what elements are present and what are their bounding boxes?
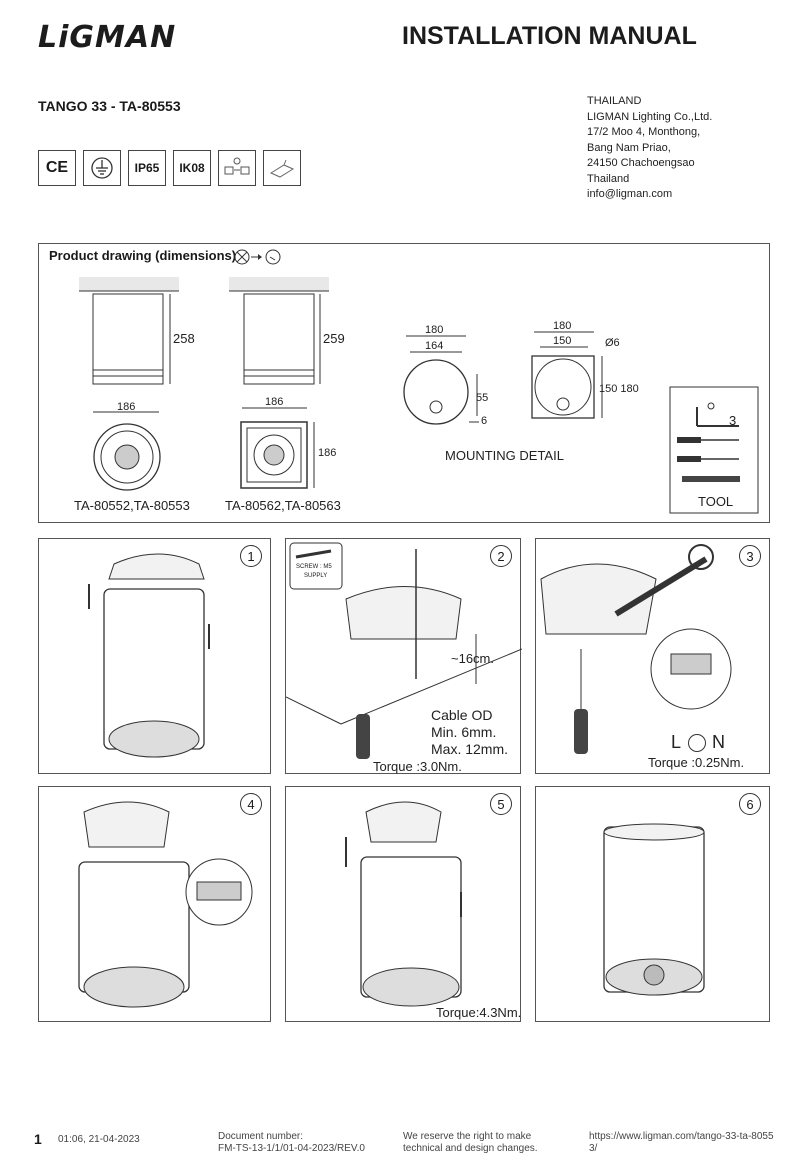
address-line: THAILAND <box>587 95 642 107</box>
mount-150-180: 150 180 <box>599 383 639 395</box>
footer-url[interactable]: https://www.ligman.com/tango-33-ta-8055 … <box>589 1131 774 1155</box>
distance-label: ~16cm. <box>451 651 494 666</box>
reserve-line: technical and design changes. <box>403 1143 538 1154</box>
neutral-label: N <box>712 732 725 752</box>
step-illustration <box>88 553 210 758</box>
ip65-badge: IP65 <box>128 150 166 186</box>
step-number: 1 <box>240 545 262 567</box>
torque-label: Torque :3.0Nm. <box>373 759 462 774</box>
live-label: L <box>671 732 682 752</box>
address-line: LIGMAN Lighting Co.,Ltd. <box>587 110 713 123</box>
supply-label: SUPPLY <box>304 573 328 579</box>
earth-ground-icon <box>83 150 121 186</box>
step-number: 3 <box>739 545 761 567</box>
footer-date: 01:06, 21-04-2023 <box>58 1134 140 1145</box>
mount-6: 6 <box>481 415 488 427</box>
reserve-line: We reserve the right to make <box>403 1131 532 1142</box>
ce-mark: CE <box>38 150 76 186</box>
company-address: THAILAND LIGMAN Lighting Co.,Ltd. 17/2 M… <box>587 94 712 203</box>
step-panel-6: 6 <box>535 786 770 1022</box>
dim-186-square: 186 <box>265 396 284 408</box>
document-title: INSTALLATION MANUAL <box>402 22 697 50</box>
mount-180-square: 180 <box>553 320 572 332</box>
url-line[interactable]: 3/ <box>589 1143 598 1154</box>
model-square: TA-80562,TA-80563 <box>225 498 341 513</box>
address-line: 17/2 Moo 4, Monthong, <box>587 126 701 138</box>
mount-d6: Ø6 <box>605 337 620 349</box>
dim-186-square-side: 186 <box>318 447 337 459</box>
dim-259: 259 <box>323 331 345 346</box>
torque-label: Torque :0.25Nm. <box>648 755 745 770</box>
panel-title: Product drawing (dimensions) <box>49 248 237 263</box>
dim-258: 258 <box>173 331 195 346</box>
step-panel-5: 5 Torque:4.3Nm. <box>285 786 521 1022</box>
cable-od-label: Cable OD <box>431 707 493 723</box>
tool-size: 3 <box>729 413 737 428</box>
step-panel-1: 1 <box>38 538 271 774</box>
ik08-badge: IK08 <box>173 150 211 186</box>
step-number: 5 <box>490 793 512 815</box>
docnum-label: Document number: <box>218 1131 304 1142</box>
dim-186-round: 186 <box>117 401 136 413</box>
address-line: info@ligman.com <box>587 188 673 200</box>
step-illustration <box>78 801 253 1008</box>
mount-164: 164 <box>425 340 444 352</box>
brand-logo: LiGMAN <box>38 20 177 55</box>
screw-label: SCREW : M5 <box>296 564 332 570</box>
address-line: Bang Nam Priao, <box>587 141 671 154</box>
ground-icon <box>688 734 706 752</box>
page-number: 1 <box>34 1131 42 1147</box>
step-number: 6 <box>739 793 761 815</box>
step-panel-2: 2 SCREW : M5 SUPPLY ~16cm. Cable OD Min.… <box>285 538 522 774</box>
model-round: TA-80552,TA-80553 <box>74 498 190 513</box>
address-line: 24150 Chachoengsao <box>587 157 695 169</box>
tool-label: TOOL <box>698 494 734 509</box>
installation-icon <box>263 150 301 186</box>
cable-min-label: Min. 6mm. <box>431 724 497 740</box>
certification-row: CE IP65 IK08 <box>38 150 301 186</box>
docnum-value: FM-TS-13-1/1/01-04-2023/REV.0 <box>218 1143 365 1154</box>
mount-180-round: 180 <box>425 324 444 336</box>
step-illustration <box>603 823 705 996</box>
step-panel-4: 4 <box>38 786 271 1022</box>
step-number: 2 <box>490 545 512 567</box>
step-illustration <box>286 542 522 759</box>
step-panel-3: 3 L N Torque :0.25Nm. <box>535 538 770 774</box>
url-line[interactable]: https://www.ligman.com/tango-33-ta-8055 <box>589 1131 774 1142</box>
step-number: 4 <box>240 793 262 815</box>
dimension-drawings <box>79 249 759 514</box>
product-title: TANGO 33 - TA-80553 <box>38 98 181 114</box>
address-line: Thailand <box>587 172 630 185</box>
footer-reserve: We reserve the right to make technical a… <box>403 1131 538 1155</box>
product-drawing-panel: Product drawing (dimensions) <box>38 243 770 523</box>
mount-150: 150 <box>553 335 572 347</box>
step-illustration <box>540 544 732 754</box>
mount-55: 55 <box>476 392 489 404</box>
mounting-detail-label: MOUNTING DETAIL <box>445 448 564 463</box>
torque-label: Torque:4.3Nm. <box>436 1005 522 1020</box>
step-illustration <box>345 801 462 1007</box>
ta-icon <box>218 150 256 186</box>
footer-document-number: Document number: FM-TS-13-1/1/01-04-2023… <box>218 1131 365 1155</box>
cable-max-label: Max. 12mm. <box>431 741 509 757</box>
